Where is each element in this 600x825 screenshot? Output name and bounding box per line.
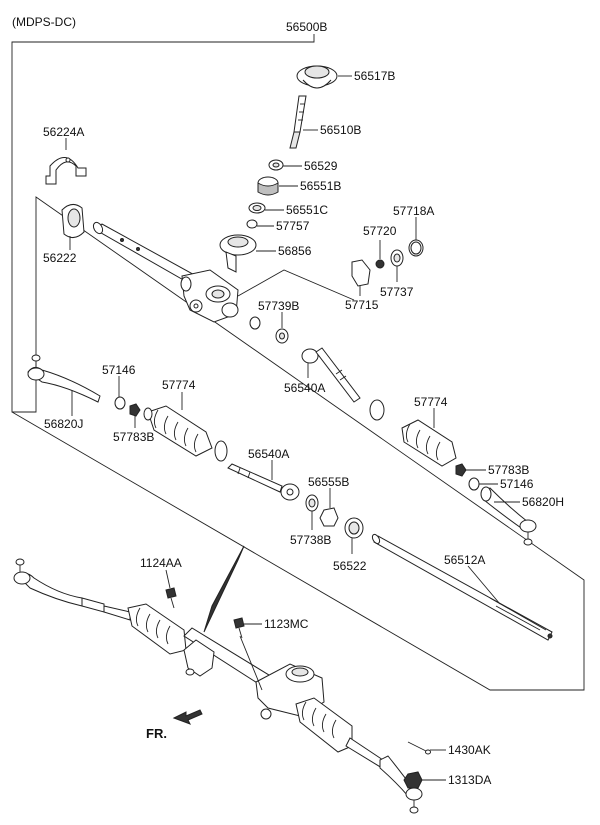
part-56510B (289, 95, 307, 149)
part-56222 (61, 204, 85, 238)
part-57715 (351, 259, 371, 287)
label-56551B: 56551B (300, 179, 341, 193)
label-56555B: 56555B (308, 475, 349, 489)
label-57739B: 57739B (258, 299, 299, 313)
label-56500B: 56500B (286, 20, 327, 34)
part-56820J (27, 354, 101, 403)
part-56555B (319, 507, 339, 527)
label-1124AA: 1124AA (140, 556, 182, 570)
part-1430AK (407, 741, 431, 755)
part-57774-right (401, 419, 457, 467)
assembly-frame (11, 34, 585, 691)
part-57738B (305, 494, 319, 512)
label-1313DA: 1313DA (448, 773, 491, 787)
part-57783B-left (129, 403, 141, 417)
part-clamp-ring-right (369, 399, 385, 421)
part-56820H (480, 486, 537, 546)
part-1313DA (403, 771, 423, 789)
label-57715: 57715 (345, 298, 379, 312)
label-57783B-left: 57783B (113, 430, 154, 444)
part-56512A (371, 533, 553, 641)
part-1123MC (233, 617, 245, 639)
label-57720: 57720 (363, 224, 397, 238)
part-56856 (219, 234, 257, 273)
label-56820H: 56820H (522, 495, 564, 509)
part-56551B (257, 176, 279, 196)
label-57737: 57737 (380, 285, 414, 299)
label-56222: 56222 (43, 251, 77, 265)
leader-1123MC-to-gear (239, 635, 263, 691)
part-56529 (268, 159, 284, 171)
diagram-header: (MDPS-DC) (12, 15, 76, 29)
leader-1124AA (165, 569, 171, 589)
front-direction-arrow (172, 709, 203, 725)
part-57718A (408, 239, 424, 257)
part-56224A (45, 157, 87, 185)
label-57774-right: 57774 (414, 395, 448, 409)
part-57774-left (143, 405, 213, 457)
pointer-arrow (203, 545, 245, 633)
part-57783B-right (455, 463, 467, 477)
complete-steering-assembly (13, 558, 423, 814)
label-56512A: 56512A (444, 553, 485, 567)
label-57757: 57757 (276, 219, 310, 233)
label-57738B: 57738B (290, 533, 331, 547)
label-1123MC: 1123MC (264, 617, 309, 631)
label-56510B: 56510B (320, 123, 361, 137)
part-56540A-middle (227, 463, 300, 501)
part-57737 (390, 249, 404, 267)
label-56856: 56856 (278, 244, 312, 258)
rack-housing (92, 221, 239, 323)
part-56540A-upper (301, 347, 361, 403)
label-57146-right: 57146 (500, 477, 534, 491)
label-57774-left: 57774 (162, 378, 196, 392)
label-57718A: 57718A (393, 204, 434, 218)
label-57146-left: 57146 (102, 363, 136, 377)
part-56551C (248, 202, 266, 214)
label-56224A: 56224A (43, 125, 84, 139)
part-clamp-ring-left (214, 440, 228, 462)
direction-label: FR. (146, 726, 167, 741)
leader-56512A (467, 565, 501, 605)
leader-57715-link (237, 269, 355, 301)
label-56529: 56529 (304, 159, 338, 173)
part-seal-ring (249, 316, 261, 330)
part-56517B (296, 65, 338, 89)
part-56522 (344, 517, 364, 539)
label-56517B: 56517B (354, 69, 395, 83)
label-56522: 56522 (333, 559, 367, 573)
label-57783B-right: 57783B (488, 463, 529, 477)
part-57757 (246, 219, 258, 229)
part-57146-left (114, 396, 126, 410)
part-1124AA (165, 587, 177, 609)
label-56540A-mid: 56540A (248, 447, 289, 461)
label-56540A-top: 56540A (284, 381, 325, 395)
label-1430AK: 1430AK (448, 743, 491, 757)
part-57739B (275, 328, 289, 344)
label-56820J: 56820J (44, 417, 83, 431)
part-57720 (375, 259, 385, 269)
part-57146-right (468, 477, 480, 491)
label-56551C: 56551C (286, 203, 328, 217)
